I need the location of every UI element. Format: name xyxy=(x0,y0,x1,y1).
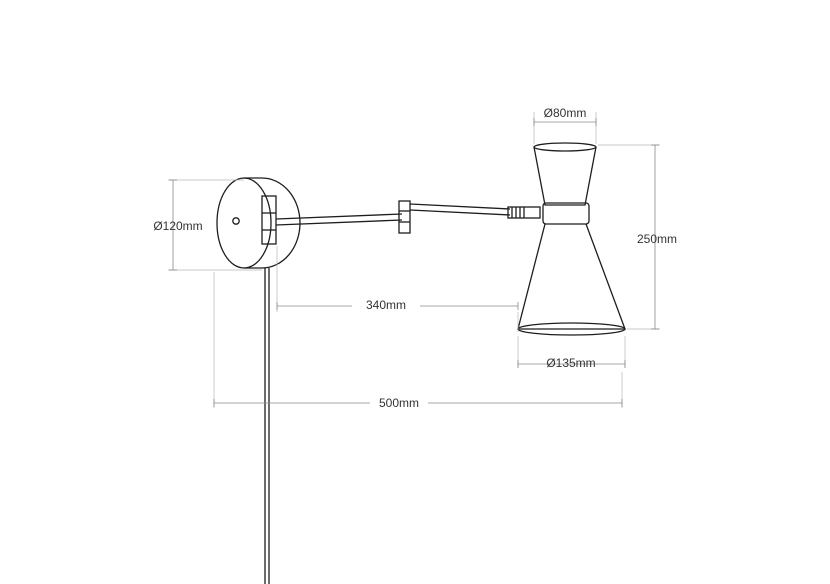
screw-hole xyxy=(232,217,240,225)
label-lamp-height: 250mm xyxy=(637,232,677,246)
dimension-base xyxy=(168,179,262,271)
shade-upper-cone xyxy=(533,142,597,206)
dimension-arm-length xyxy=(276,246,519,332)
dimension-lamp-height xyxy=(598,144,660,330)
label-arm-length: 340mm xyxy=(366,298,406,312)
label-shade-bottom-diameter: Ø135mm xyxy=(546,356,595,370)
label-total-length: 500mm xyxy=(379,396,419,410)
swing-arm-lower xyxy=(275,213,403,226)
shade-middle-band xyxy=(542,202,590,225)
power-cable xyxy=(264,268,270,584)
wall-mount-base xyxy=(216,177,301,269)
label-shade-top-diameter: Ø80mm xyxy=(544,106,587,120)
shade-lower-cone xyxy=(517,223,626,336)
arm-elbow-joint xyxy=(398,200,411,234)
swing-arm-upper xyxy=(409,203,511,216)
dimension-shade-bottom xyxy=(517,336,626,368)
arm-pivot xyxy=(261,195,277,245)
dimension-total-length xyxy=(213,272,623,408)
shade-connector xyxy=(507,206,541,219)
label-base-diameter: Ø120mm xyxy=(153,219,202,233)
dimension-shade-top xyxy=(533,112,597,144)
